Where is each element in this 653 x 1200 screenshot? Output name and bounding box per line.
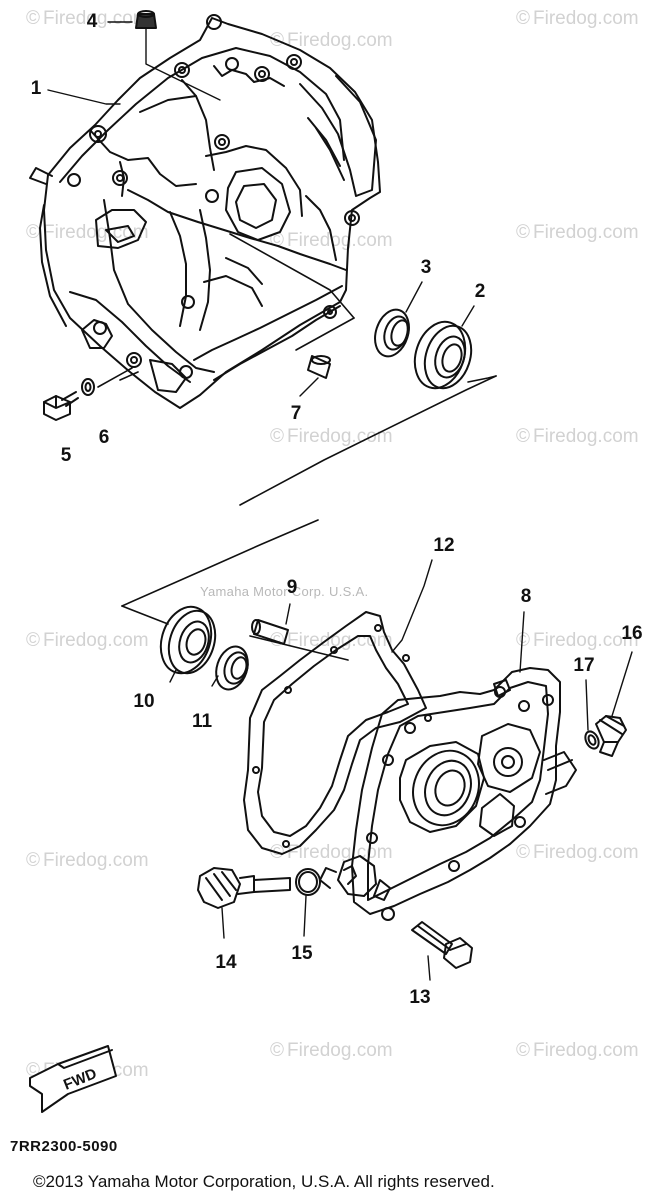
part-10-bearing [159,605,217,675]
part-13-bolt [411,921,473,969]
credit-text: Yamaha Motor Corp. U.S.A. [200,584,369,599]
callout-6: 6 [98,427,110,448]
copyright-icon: © [26,630,40,651]
watermark: ©Firedog.com [516,630,639,651]
watermark: ©Firedog.com [270,426,393,447]
part-17-washer [584,730,600,750]
callout-2: 2 [474,281,486,302]
copyright-icon: © [516,842,530,863]
copyright-icon: © [270,426,284,447]
copyright-icon: © [516,8,530,29]
part-11-oil-seal [215,645,249,691]
callout-8: 8 [520,586,532,607]
watermark: ©Firedog.com [26,850,149,871]
callout-16: 16 [621,623,643,644]
part-12-gasket [243,611,427,855]
leader-lines-upper [47,21,475,397]
watermark: ©Firedog.com [26,8,149,29]
copyright-icon: © [270,630,284,651]
watermark: ©Firedog.com [516,1040,639,1061]
callout-4: 4 [86,11,98,32]
part-8-crankcase-cover [319,667,577,921]
copyright-icon: © [26,8,40,29]
callout-1: 1 [30,78,42,99]
part-4-cap [135,10,157,29]
copyright-icon: © [270,1040,284,1061]
callout-12: 12 [433,535,455,556]
part-9-dowel [251,619,289,645]
copyright-icon: © [516,1040,530,1061]
watermark: ©Firedog.com [26,630,149,651]
callout-17: 17 [573,655,595,676]
part-5-bolt [43,391,79,421]
part-16-plug [595,715,627,757]
callout-3: 3 [420,257,432,278]
copyright-icon: © [516,630,530,651]
part-7-dowel [307,355,331,379]
callout-13: 13 [409,987,431,1008]
copyright-notice: ©2013 Yamaha Motor Corporation, U.S.A. A… [33,1172,495,1191]
part-6-washer [81,378,95,396]
part-15-o-ring [295,868,321,896]
callout-10: 10 [133,691,155,712]
callout-15: 15 [291,943,313,964]
copyright-icon: © [516,222,530,243]
reference-lines-lower [121,519,349,661]
callout-14: 14 [215,952,237,973]
callout-9: 9 [286,577,298,598]
part-14-dipstick [197,867,291,909]
copyright-icon: © [516,426,530,447]
leader-lines-lower [169,559,633,981]
part-3-oil-seal [374,308,410,358]
callout-5: 5 [60,445,72,466]
watermark: ©Firedog.com [270,1040,393,1061]
callout-7: 7 [290,403,302,424]
reference-lines-upper [97,233,497,506]
watermark: ©Firedog.com [516,222,639,243]
part-code: 7RR2300-5090 [10,1138,118,1155]
copyright-icon: © [26,222,40,243]
part-2-bearing [413,320,473,390]
watermark: ©Firedog.com [516,8,639,29]
crankcase-drawing [29,14,381,409]
fwd-arrow-icon: FWD [29,1045,117,1113]
watermark: ©Firedog.com [516,426,639,447]
watermark: ©Firedog.com [516,842,639,863]
callout-11: 11 [191,711,213,732]
copyright-icon: © [26,850,40,871]
